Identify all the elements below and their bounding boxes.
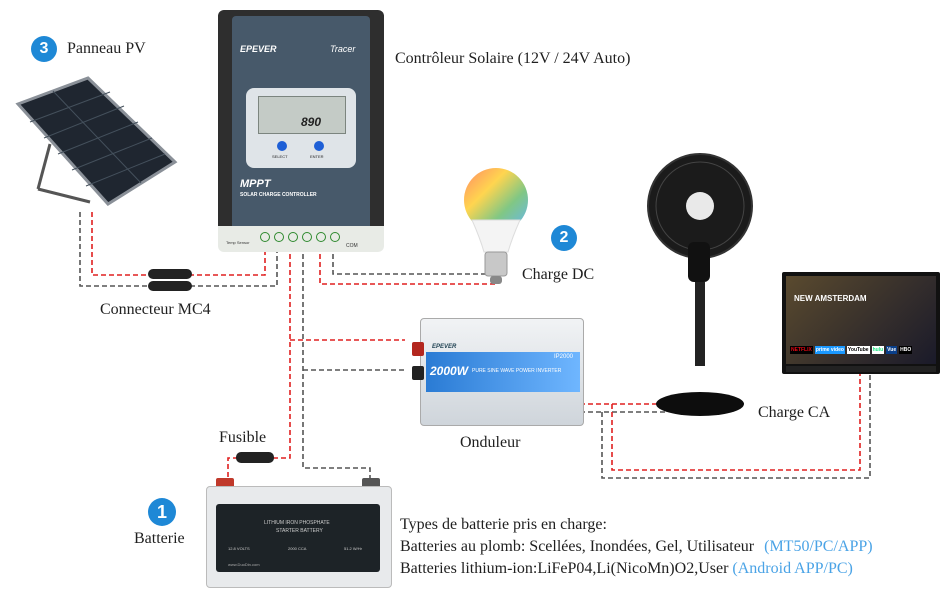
enter-label: ENTER [310, 154, 324, 159]
lead-acid-text: Batteries au plomb: Scellées, Inondées, … [400, 538, 755, 555]
mc4-connector [148, 269, 192, 291]
inverter-model: IP2000 [554, 354, 574, 360]
controller-model: MPPT [240, 178, 271, 190]
badge-pv-panel: 3 [31, 36, 57, 62]
stand-fan-image [647, 153, 753, 416]
select-button[interactable] [277, 141, 287, 151]
tv-app-vue: Vue [886, 346, 898, 354]
tv-app-hbo: HBO [899, 346, 913, 354]
controller-label: Contrôleur Solaire (12V / 24V Auto) [395, 50, 631, 67]
inverter-label: Onduleur [460, 434, 521, 451]
controller-brand: EPEVER [240, 44, 277, 54]
battery: LITHIUM IRON PHOSPHATE STARTER BATTERY 1… [206, 478, 392, 588]
inverter-desc: PURE SINE WAVE POWER INVERTER [472, 368, 562, 374]
controller-lcd: 890 [258, 96, 346, 134]
battery-negative-wire [302, 238, 371, 482]
battery-line2: STARTER BATTERY [276, 528, 323, 534]
tv-app-hulu: hulu [871, 346, 885, 354]
battery-types-info: Types de batterie pris en charge: Batter… [400, 514, 873, 580]
battery-line1: LITHIUM IRON PHOSPHATE [264, 520, 330, 526]
battery-types-lead: Batteries au plomb: Scellées, Inondées, … [400, 536, 873, 558]
charge-controller: EPEVER Tracer 890 SELECT ENTER MPPT SOLA… [218, 10, 384, 252]
dc-load-label: Charge DC [522, 266, 595, 283]
inverter-power: 2000W [430, 364, 469, 378]
inverter-brand: EPEVER [432, 344, 457, 350]
light-bulb-image [464, 168, 528, 284]
controller-series: Tracer [330, 44, 356, 54]
battery-spec-cca: 2000 CCA [288, 546, 307, 551]
fuse [236, 452, 274, 463]
lead-acid-note: (MT50/PC/APP) [764, 538, 873, 555]
mc4-label: Connecteur MC4 [100, 301, 211, 318]
badge-dc-load: 2 [551, 225, 577, 251]
controller-subtitle: SOLAR CHARGE CONTROLLER [240, 192, 317, 198]
solar-panel-image [15, 76, 178, 206]
battery-spec-wh: 51.2 W/Hr [344, 546, 363, 551]
battery-website: www.DuoDin.com [228, 562, 260, 567]
battery-types-heading: Types de batterie pris en charge: [400, 516, 607, 533]
lithium-note: (Android APP/PC) [732, 560, 853, 577]
inverter-negative-terminal [412, 366, 424, 380]
ac-tv-wire-1 [611, 368, 861, 471]
dc-load-positive-wire [319, 238, 498, 285]
lcd-value: 890 [301, 115, 322, 129]
select-label: SELECT [272, 154, 288, 159]
temp-sensor-label: Temp Sensor [226, 240, 250, 245]
enter-button[interactable] [314, 141, 324, 151]
battery-label: Batterie [134, 530, 185, 547]
television: NEW AMSTERDAM NETFLIX prime video YouTub… [782, 272, 940, 374]
tv-app-youtube: YouTube [846, 346, 870, 354]
lithium-text: Batteries lithium-ion:LiFeP04,Li(NicoMn)… [400, 560, 729, 577]
tv-app-netflix: NETFLIX [790, 346, 813, 354]
fuse-label: Fusible [219, 429, 267, 446]
com-label: COM [346, 243, 358, 249]
ac-tv-wire-2 [601, 368, 871, 479]
badge-battery: 1 [148, 498, 176, 526]
tv-show-title: NEW AMSTERDAM [794, 294, 867, 303]
inverter-positive-terminal [412, 342, 424, 356]
battery-spec-volts: 12.8 VOLTS [228, 546, 250, 551]
inverter: EPEVER IP2000 2000W PURE SINE WAVE POWER… [412, 318, 584, 426]
tv-app-prime: prime video [814, 346, 845, 354]
pv-panel-label: Panneau PV [67, 40, 146, 57]
tv-app-row: NETFLIX prime video YouTube hulu Vue HBO [790, 346, 932, 354]
battery-types-lithium: Batteries lithium-ion:LiFeP04,Li(NicoMn)… [400, 558, 873, 580]
ac-load-label: Charge CA [758, 404, 831, 421]
